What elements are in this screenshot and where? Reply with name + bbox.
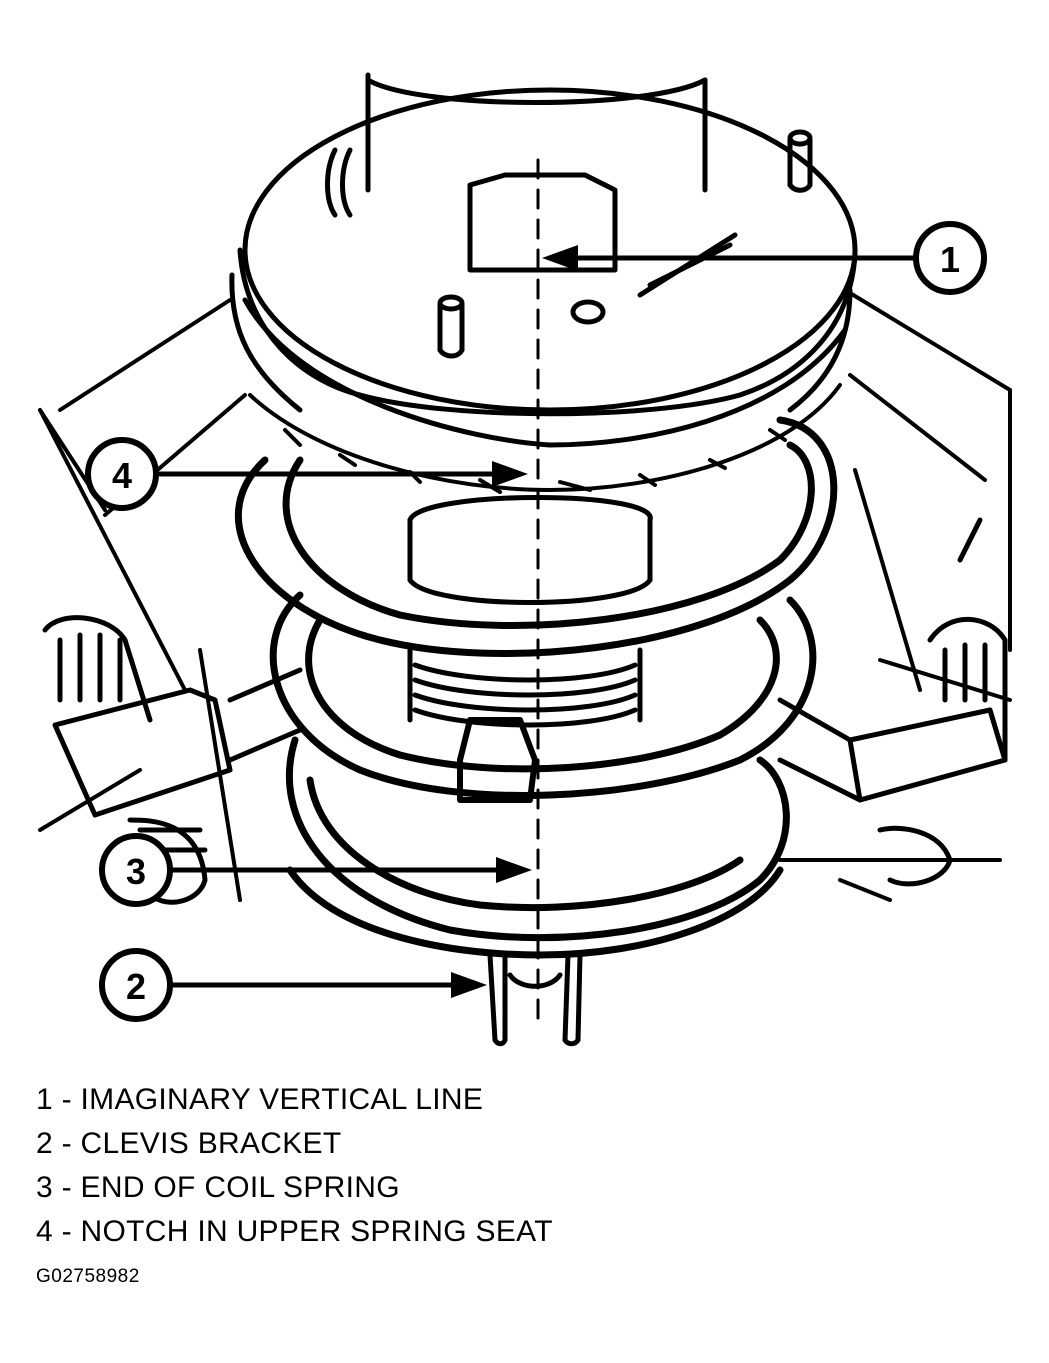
legend-item-3: 3 - END OF COIL SPRING bbox=[36, 1171, 400, 1204]
coil-spring bbox=[234, 416, 838, 959]
callout-2: 2 bbox=[99, 948, 173, 1022]
clevis-bracket bbox=[487, 952, 583, 1047]
callout-1-number: 1 bbox=[940, 239, 960, 280]
callout-1: 1 bbox=[913, 221, 987, 295]
callout-leaders bbox=[157, 245, 921, 998]
callout-3: 3 bbox=[99, 833, 173, 907]
legend-item-2: 2 - CLEVIS BRACKET bbox=[36, 1127, 342, 1160]
callout-4: 4 bbox=[85, 437, 159, 511]
upper-spring-seat bbox=[248, 383, 842, 494]
left-control-arm bbox=[42, 615, 303, 905]
legend: 1 - IMAGINARY VERTICAL LINE 2 - CLEVIS B… bbox=[36, 1078, 553, 1254]
strut-body bbox=[407, 495, 653, 803]
callout-3-number: 3 bbox=[126, 851, 146, 892]
callout-2-number: 2 bbox=[126, 966, 146, 1007]
upper-strut-mount bbox=[229, 72, 858, 448]
figure-id: G02758982 bbox=[36, 1266, 140, 1287]
callout-4-number: 4 bbox=[112, 455, 132, 496]
right-control-arm bbox=[777, 517, 1008, 887]
legend-item-1: 1 - IMAGINARY VERTICAL LINE bbox=[36, 1083, 484, 1116]
strut-spring-illustration: 1 4 3 2 bbox=[38, 72, 1012, 1047]
frame-lines bbox=[38, 288, 1012, 902]
legend-item-4: 4 - NOTCH IN UPPER SPRING SEAT bbox=[36, 1215, 553, 1248]
